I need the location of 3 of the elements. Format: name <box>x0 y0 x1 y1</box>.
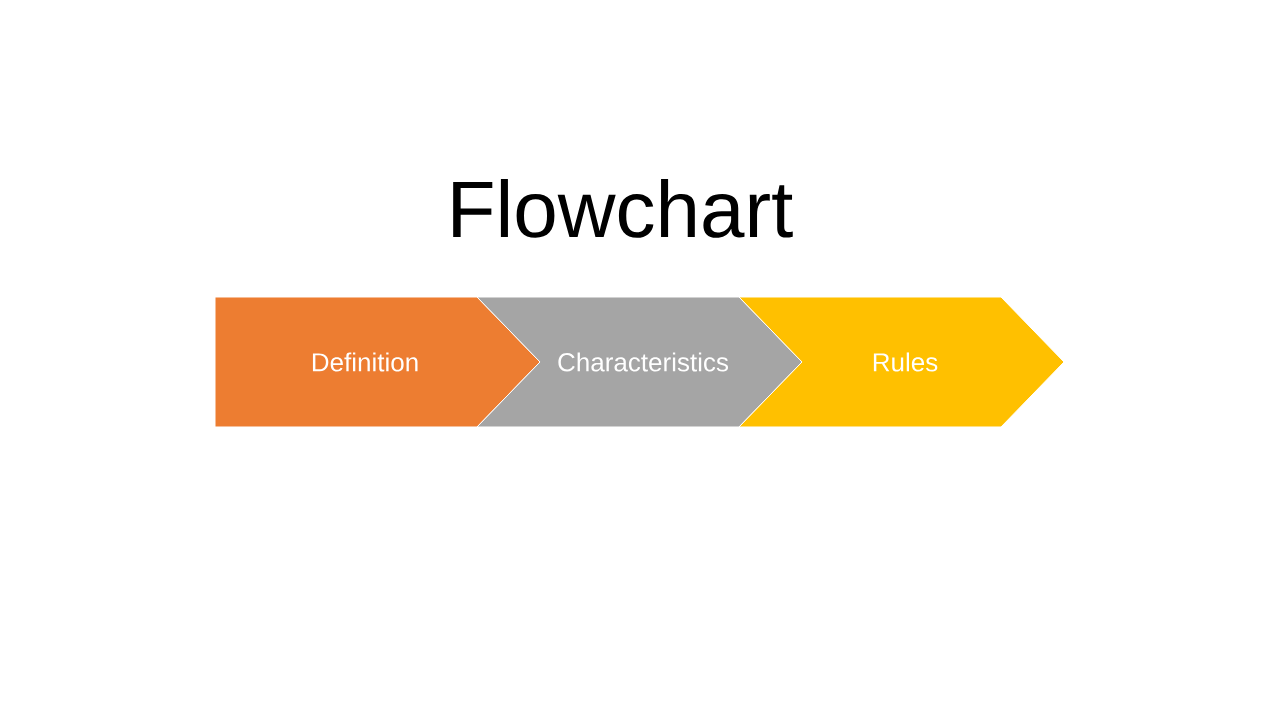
chevron-box: Rules <box>738 296 1065 428</box>
title: Flowchart <box>453 179 793 238</box>
chevron-box: Characteristics <box>476 296 803 428</box>
